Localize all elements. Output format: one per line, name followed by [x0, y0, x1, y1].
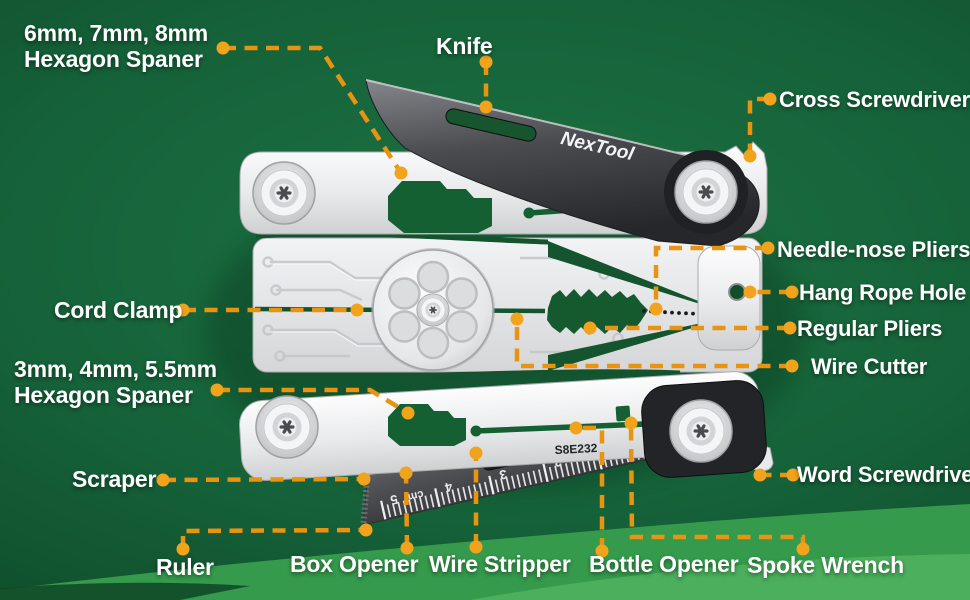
label-hang-rope-hole: Hang Rope Hole	[799, 280, 967, 305]
model-code: S8E232	[554, 441, 598, 457]
label-bottle-opener: Bottle Opener	[589, 551, 739, 577]
label-knife: Knife	[436, 33, 493, 59]
label-cord-clamp: Cord Clamp	[54, 297, 183, 323]
leader-wire-cutter	[514, 319, 792, 369]
blade-slot	[445, 108, 537, 142]
label-line: Hexagon Spaner	[14, 382, 193, 408]
label-regular-pliers: Regular Pliers	[797, 316, 943, 341]
hexagon-spaner-top-cutout	[388, 181, 492, 233]
blade-spine-highlight	[365, 79, 706, 161]
label-line: 6mm, 7mm, 8mm	[24, 20, 209, 46]
background-waves	[0, 504, 970, 600]
label-scraper: Scraper	[72, 466, 157, 492]
label-hexagon-spaner-top: 6mm, 7mm, 8mm Hexagon Spaner	[24, 20, 208, 72]
ruler-unit: cm	[406, 488, 424, 503]
label-line: Hexagon Spaner	[24, 46, 203, 72]
knife-blade: NexTool	[365, 79, 760, 247]
label-line: 3mm, 4mm, 5.5mm	[14, 356, 217, 382]
leader-ruler	[180, 527, 367, 549]
leader-hex-bottom	[217, 387, 410, 415]
regular-pliers-mouth	[547, 289, 648, 335]
tail-plate	[697, 245, 761, 351]
leader-needle	[653, 245, 768, 309]
label-hexagon-spaner-bottom: 3mm, 4mm, 5.5mm Hexagon Spaner	[14, 356, 217, 408]
disc-holes	[388, 260, 478, 360]
pliers-upper-gap	[548, 241, 726, 312]
leader-scraper	[162, 476, 365, 483]
pliers-lower-gap	[548, 318, 726, 371]
leader-hex-top	[223, 45, 403, 175]
label-ruler: Ruler	[156, 554, 214, 580]
leader-dots	[156, 41, 810, 558]
label-box-opener: Box Opener	[290, 551, 419, 577]
bottom-gap-stripe	[255, 369, 681, 379]
label-wire-cutter: Wire Cutter	[811, 354, 928, 379]
leader-bottle	[576, 425, 605, 551]
label-needle-nose-pliers: Needle-nose Pliers	[777, 237, 970, 262]
pliers-section	[252, 237, 763, 373]
spoke-wrench-slot	[615, 405, 631, 422]
ruler-mark: 5	[389, 492, 399, 508]
ruler-mark: 3	[498, 467, 508, 483]
leader-box	[403, 472, 410, 549]
scraper-serrated-edge	[360, 476, 371, 524]
label-wire-stripper: Wire Stripper	[429, 551, 571, 577]
ruler-mm-ticks	[381, 445, 648, 519]
label-spoke-wrench: Spoke Wrench	[747, 552, 904, 578]
label-word-screwdriver: Word Screwdriver	[797, 462, 970, 487]
leader-cross	[747, 96, 770, 156]
ruler-mark: 4	[443, 479, 454, 495]
label-cross-screwdriver: Cross Screwdriver	[779, 87, 970, 112]
hang-rope-hole	[728, 283, 746, 301]
